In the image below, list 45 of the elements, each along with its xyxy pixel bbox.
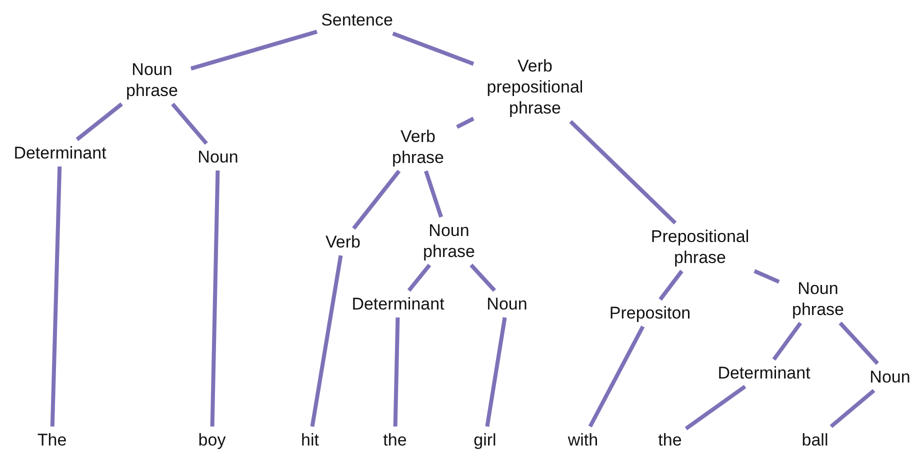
tree-node-label: Sentence	[321, 10, 393, 30]
tree-branch-line	[485, 317, 507, 427]
tree-branch-line	[424, 170, 443, 218]
tree-node-label: Verb	[326, 232, 360, 252]
tree-node-label: Noun phrase	[783, 278, 853, 320]
tree-branch-line	[754, 269, 780, 284]
tree-branch-line	[569, 120, 677, 224]
tree-branch-line	[407, 264, 432, 292]
tree-node-label: Determinant	[14, 142, 106, 164]
tree-branch-line	[684, 384, 746, 430]
tree-branch-line	[470, 264, 496, 292]
tree-branch-line	[392, 32, 474, 66]
tree-branch-line	[838, 322, 880, 365]
tree-node-label: Noun	[870, 366, 910, 388]
tree-branch-line	[171, 102, 208, 145]
tree-node-label: girl	[474, 430, 496, 450]
tree-branch-line	[658, 270, 684, 301]
tree-branch-line	[772, 322, 802, 361]
tree-branch-line	[310, 255, 343, 427]
tree-branch-line	[76, 102, 123, 142]
tree-node-label: hit	[301, 430, 319, 450]
tree-branch-line	[456, 116, 474, 129]
tree-node-label: Noun phrase	[117, 59, 187, 101]
tree-branch-line	[352, 170, 401, 230]
tree-branch-line	[50, 166, 62, 427]
tree-node-label: Verb phrase	[383, 126, 453, 168]
tree-branch-line	[830, 388, 876, 428]
tree-branch-line	[210, 170, 220, 427]
tree-node-label: Determinant	[352, 294, 444, 314]
tree-branch-line	[588, 326, 645, 428]
tree-node-label: boy	[198, 430, 226, 450]
tree-node-label: Determinant	[718, 362, 810, 384]
tree-branch-line	[393, 317, 400, 427]
tree-node-label: the	[658, 430, 682, 450]
tree-node-label: Noun	[486, 294, 528, 314]
tree-node-label: Noun	[198, 146, 238, 168]
tree-node-label: Prepositon	[609, 302, 691, 324]
tree-node-label: Noun phrase	[414, 220, 484, 262]
tree-branch-line	[190, 30, 318, 70]
tree-node-label: The	[37, 430, 67, 450]
tree-node-label: with	[568, 430, 598, 450]
tree-node-label: the	[383, 430, 407, 450]
tree-node-label: ball	[802, 430, 828, 450]
tree-node-label: Verb prepositional phrase	[478, 56, 592, 118]
tree-node-label: Prepositional phrase	[638, 226, 762, 268]
